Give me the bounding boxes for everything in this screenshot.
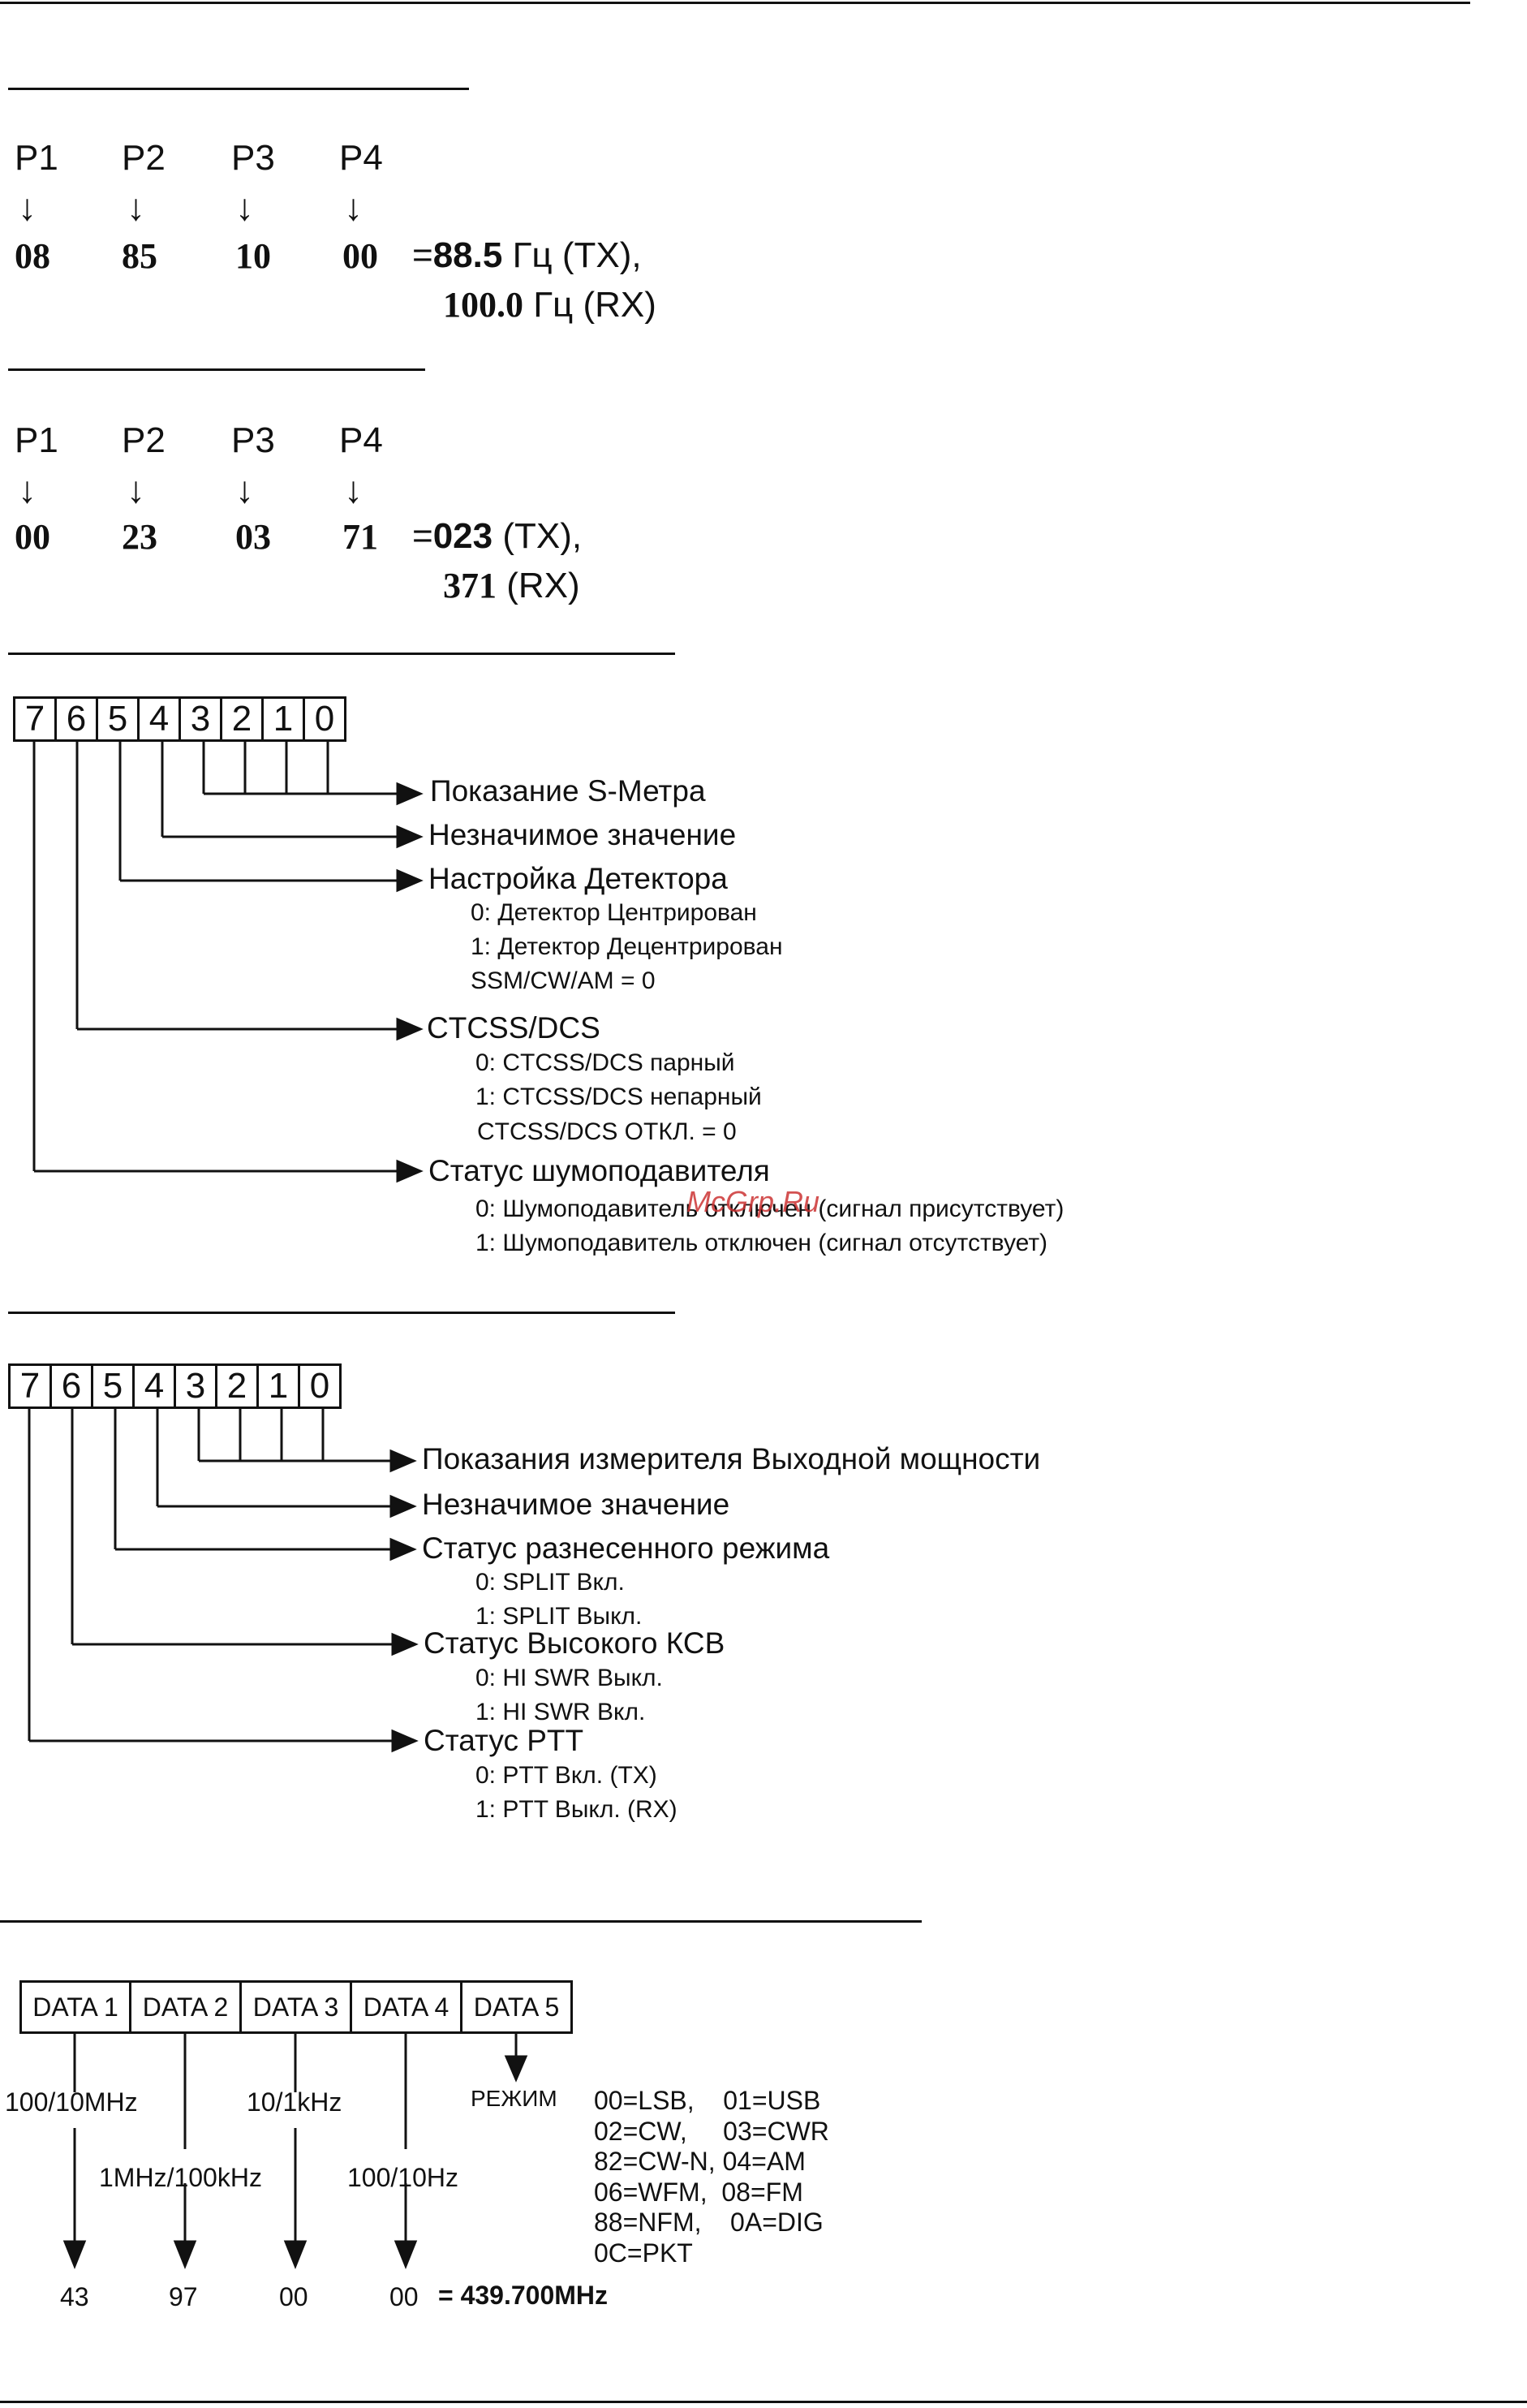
dcs-param-p3: P3 <box>231 420 275 460</box>
data-cell-3: DATA 3 <box>239 1980 352 2034</box>
rx-bit-0: 0 <box>303 696 346 742</box>
data-cell-2: DATA 2 <box>129 1980 242 2034</box>
mode-list-line: 02=CW, 03=CWR <box>594 2116 829 2146</box>
dcs-value-p1: 00 <box>15 517 50 557</box>
ctcss-param-p1: P1 <box>15 138 58 178</box>
section-rule-ctcss <box>8 88 469 90</box>
freq-value-data1: 43 <box>60 2282 89 2311</box>
rx-bit-connector-lines <box>32 742 424 1183</box>
ctcss-arrow-down-icon: ↓ <box>127 186 145 228</box>
tx-bit-0: 0 <box>298 1363 342 1409</box>
ctcss-param-p4: P4 <box>339 138 383 178</box>
rx-bit-5: 5 <box>96 696 140 742</box>
tx-detail: 0: PTT Вкл. (TX) <box>475 1762 657 1789</box>
tx-label-insignificant: Незначимое значение <box>422 1488 730 1521</box>
tx-detail: 1: SPLIT Выкл. <box>475 1603 643 1630</box>
dcs-value-p2: 23 <box>122 517 157 557</box>
data-cell-4: DATA 4 <box>350 1980 462 2034</box>
tx-bit-6: 6 <box>49 1363 93 1409</box>
freq-value-data2: 97 <box>169 2282 198 2311</box>
tx-detail: 0: SPLIT Вкл. <box>475 1569 625 1596</box>
rx-detail: 0: Детектор Центрирован <box>471 899 757 926</box>
section-rule-dcs <box>8 368 425 371</box>
mode-list: 00=LSB, 01=USB 02=CW, 03=CWR 82=CW-N, 04… <box>594 2086 829 2268</box>
dcs-arrow-down-icon: ↓ <box>127 468 145 510</box>
rx-label-s-meter: Показание S-Метра <box>430 774 706 808</box>
tx-detail: 0: HI SWR Выкл. <box>475 1665 663 1691</box>
freq-value-data4: 00 <box>389 2282 419 2311</box>
mode-list-line: 82=CW-N, 04=AM <box>594 2147 806 2176</box>
data-cell-5: DATA 5 <box>460 1980 573 2034</box>
dcs-result-rx: 371 (RX) <box>443 566 580 605</box>
mode-list-line: 88=NFM, 0A=DIG <box>594 2208 824 2237</box>
freq-label-data2: 1MHz/100kHz <box>99 2163 262 2192</box>
ctcss-arrow-down-icon: ↓ <box>18 186 37 228</box>
dcs-param-p2: P2 <box>122 420 166 460</box>
ctcss-value-p1: 08 <box>15 236 50 276</box>
tx-label-split: Статус разнесенного режима <box>422 1531 830 1565</box>
tx-bit-4: 4 <box>132 1363 176 1409</box>
section-rule-rx-status <box>8 653 675 655</box>
tx-label-power-meter: Показания измерителя Выходной мощности <box>422 1442 1041 1475</box>
watermark: McGrp.Ru <box>686 1185 820 1218</box>
rx-label-detector: Настройка Детектора <box>428 862 728 895</box>
tx-bit-connector-lines <box>28 1409 419 1753</box>
dcs-param-p4: P4 <box>339 420 383 460</box>
rx-label-insignificant: Незначимое значение <box>428 818 737 851</box>
tx-label-high-swr: Статус Высокого КСВ <box>424 1626 725 1660</box>
freq-result: = 439.700MHz <box>438 2281 609 2310</box>
mode-list-line: 0C=PKT <box>594 2238 693 2268</box>
dcs-value-p3: 03 <box>235 517 271 557</box>
freq-label-data3: 10/1kHz <box>247 2087 342 2117</box>
ctcss-param-p3: P3 <box>231 138 275 178</box>
tx-label-ptt: Статус PTT <box>424 1724 584 1757</box>
frequency-connector-lines <box>62 2034 528 2270</box>
ctcss-arrow-down-icon: ↓ <box>235 186 254 228</box>
dcs-param-p1: P1 <box>15 420 58 460</box>
tx-detail: 1: PTT Выкл. (RX) <box>475 1796 677 1823</box>
rx-label-ctcss-dcs: CTCSS/DCS <box>427 1011 600 1045</box>
freq-value-data3: 00 <box>279 2282 308 2311</box>
tx-bit-2: 2 <box>215 1363 259 1409</box>
rx-detail: 0: Шумоподавитель отключен (сигнал прису… <box>475 1195 1065 1222</box>
dcs-value-p4: 71 <box>342 517 378 557</box>
tx-detail: 1: HI SWR Вкл. <box>475 1699 646 1725</box>
section-rule-tx-status <box>8 1312 675 1314</box>
rx-detail: 1: Шумоподавитель отключен (сигнал отсут… <box>475 1230 1048 1256</box>
ctcss-value-p3: 10 <box>235 236 271 276</box>
dcs-arrow-down-icon: ↓ <box>235 468 254 510</box>
ctcss-value-p4: 00 <box>342 236 378 276</box>
rx-detail: SSM/CW/AM = 0 <box>471 967 656 994</box>
section-rule-frequency <box>0 1920 922 1923</box>
rx-detail: 1: Детектор Децентрирован <box>471 933 783 960</box>
rx-label-squelch: Статус шумоподавителя <box>428 1154 770 1187</box>
top-rule <box>0 2 1470 4</box>
rx-detail: 0: CTCSS/DCS парный <box>475 1049 735 1076</box>
dcs-arrow-down-icon: ↓ <box>344 468 363 510</box>
ctcss-param-p2: P2 <box>122 138 166 178</box>
dcs-result-tx: =023 (TX), <box>412 516 583 556</box>
ctcss-result-tx: =88.5 Гц (TX), <box>412 235 642 275</box>
ctcss-value-p2: 85 <box>122 236 157 276</box>
freq-label-data4: 100/10Hz <box>347 2163 458 2192</box>
dcs-arrow-down-icon: ↓ <box>18 468 37 510</box>
mode-list-line: 00=LSB, 01=USB <box>594 2086 821 2115</box>
bottom-rule <box>0 2401 1527 2403</box>
tx-bit-3: 3 <box>174 1363 217 1409</box>
ctcss-arrow-down-icon: ↓ <box>344 186 363 228</box>
tx-bit-1: 1 <box>256 1363 300 1409</box>
rx-detail: CTCSS/DCS ОТКЛ. = 0 <box>477 1118 737 1145</box>
freq-label-data1: 100/10MHz <box>5 2087 138 2117</box>
mode-label: РЕЖИМ <box>471 2086 557 2111</box>
mode-list-line: 06=WFM, 08=FM <box>594 2177 803 2207</box>
ctcss-result-rx: 100.0 Гц (RX) <box>443 285 656 325</box>
rx-detail: 1: CTCSS/DCS непарный <box>475 1083 762 1110</box>
